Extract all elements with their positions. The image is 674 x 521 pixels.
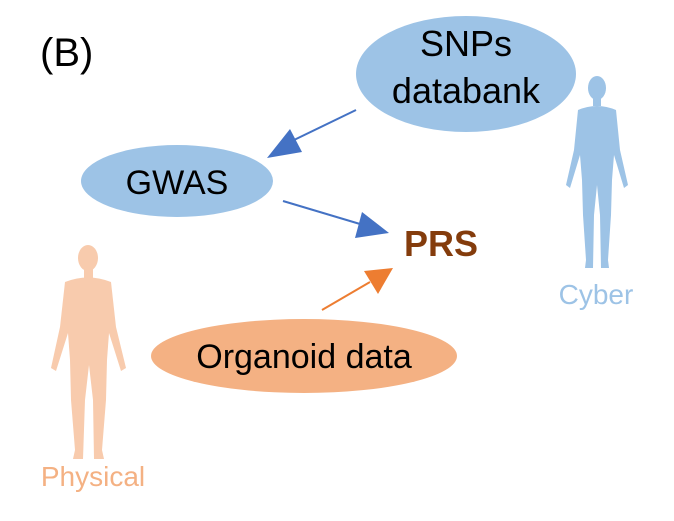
snps-databank-node: SNPs databank bbox=[356, 16, 576, 132]
snps-label-line2: databank bbox=[392, 70, 541, 111]
gwas-label: GWAS bbox=[126, 164, 229, 202]
cyber-label: Cyber bbox=[559, 279, 634, 310]
physical-label: Physical bbox=[41, 461, 145, 492]
panel-label: (B) bbox=[40, 31, 93, 75]
arrow-snps-to-gwas bbox=[267, 109, 357, 158]
organoid-data-ellipse bbox=[151, 319, 457, 393]
cyber-human-icon: Cyber bbox=[559, 76, 634, 310]
prs-label: PRS bbox=[404, 223, 478, 264]
organoid-data-node: Organoid data bbox=[151, 319, 457, 393]
snps-label-line1: SNPs bbox=[420, 23, 512, 64]
physical-human-icon: Physical bbox=[41, 245, 145, 492]
gwas-node: GWAS bbox=[81, 145, 273, 217]
gwas-ellipse bbox=[81, 145, 273, 217]
organoid-data-label: Organoid data bbox=[196, 338, 412, 376]
snps-databank-ellipse bbox=[356, 16, 576, 132]
arrow-gwas-to-prs bbox=[282, 200, 389, 238]
arrow-organoid-to-prs bbox=[321, 268, 393, 311]
